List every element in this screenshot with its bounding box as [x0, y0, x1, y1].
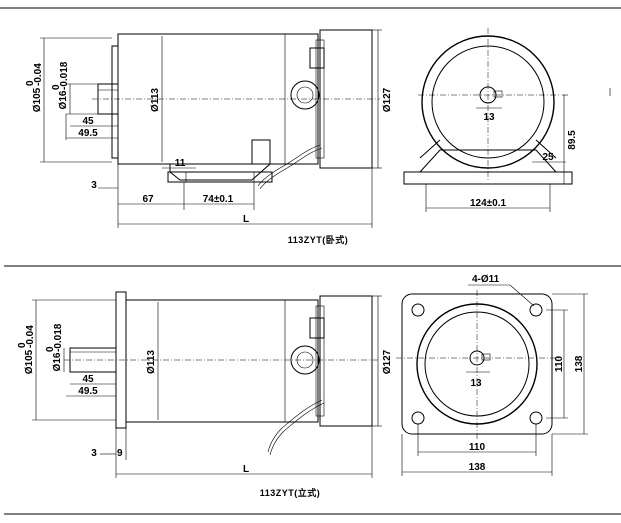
top-dim-end-dia: Ø127 — [382, 87, 393, 112]
top-front-key — [493, 90, 503, 98]
top-flange — [111, 45, 119, 159]
bottom-front-dim-138-v: 138 — [574, 355, 585, 372]
top-front-dim-124: 124±0.1 — [470, 198, 507, 209]
top-caption: 113ZYT(卧式) — [288, 234, 349, 245]
top-dim-67: 67 — [142, 194, 154, 205]
top-dim-74: 74±0.1 — [203, 194, 234, 205]
top-front-view: 13 89.5 25 124±0.1 — [403, 28, 578, 212]
bottom-dim-body-dia: Ø113 — [146, 350, 157, 374]
top-dim-shaft-dia: Ø105 — [32, 87, 43, 112]
bottom-dim-49-5: 49.5 — [78, 386, 98, 397]
bottom-cable — [267, 399, 323, 453]
bottom-front-dim-138-h: 138 — [469, 462, 486, 473]
top-side-view: Ø105 0 -0.04 Ø16 0 -0.018 Ø113 Ø127 45 4… — [25, 29, 393, 245]
top-cable-2 — [259, 147, 323, 190]
top-terminal — [309, 47, 325, 69]
svg-text:0: 0 — [25, 80, 36, 86]
svg-text:-0.018: -0.018 — [59, 61, 70, 90]
svg-text:-0.04: -0.04 — [33, 63, 44, 86]
top-front-dim-13: 13 — [483, 112, 495, 123]
bottom-end-cap — [319, 295, 373, 427]
svg-text:0: 0 — [45, 346, 56, 352]
bottom-body — [125, 299, 319, 423]
bottom-dim-3: 3 — [91, 448, 97, 459]
bottom-dim-L: L — [243, 464, 249, 475]
top-front-base — [403, 171, 573, 185]
svg-text:-0.04: -0.04 — [25, 325, 36, 348]
top-bearing-outer — [290, 80, 320, 110]
top-dim-49-5: 49.5 — [78, 128, 98, 139]
top-dim-L: L — [243, 214, 249, 225]
bottom-dim-45: 45 — [82, 374, 94, 385]
top-front-dim-25: 25 — [542, 152, 554, 163]
svg-text:0: 0 — [51, 84, 62, 90]
svg-text:-0.018: -0.018 — [53, 323, 64, 352]
bottom-front-view: 13 4-Ø11 110 138 110 138 — [396, 274, 588, 476]
svg-text:0: 0 — [17, 342, 28, 348]
bottom-front-dim-110-v: 110 — [554, 355, 565, 372]
top-dim-11: 11 — [175, 158, 186, 169]
bottom-front-dim-110-h: 110 — [469, 442, 486, 453]
top-bearing-inner — [296, 86, 314, 104]
top-front-dim-89-5: 89.5 — [567, 130, 578, 150]
bottom-terminal — [309, 317, 325, 339]
bottom-front-holes: 4-Ø11 — [472, 274, 500, 285]
top-foot-base — [167, 171, 273, 183]
bottom-dim-end-dia: Ø127 — [382, 349, 393, 374]
bottom-caption: 113ZYT(立式) — [260, 487, 321, 498]
bottom-front-dim-13: 13 — [470, 378, 482, 389]
bottom-dim-9: 9 — [117, 448, 123, 459]
top-dim-45: 45 — [82, 116, 94, 127]
bottom-dim-shaft-dia: Ø105 — [24, 349, 35, 374]
top-dim-3: 3 — [91, 180, 97, 191]
top-front-foot — [419, 139, 557, 159]
bottom-dim-key-dia: Ø16 — [52, 352, 63, 371]
top-dim-key-dia: Ø16 — [58, 90, 69, 109]
top-cable — [257, 144, 321, 187]
top-dim-body-dia: Ø113 — [150, 88, 161, 112]
bottom-side-view: Ø105 0 -0.04 Ø16 0 -0.018 Ø113 Ø127 45 4… — [17, 291, 393, 498]
